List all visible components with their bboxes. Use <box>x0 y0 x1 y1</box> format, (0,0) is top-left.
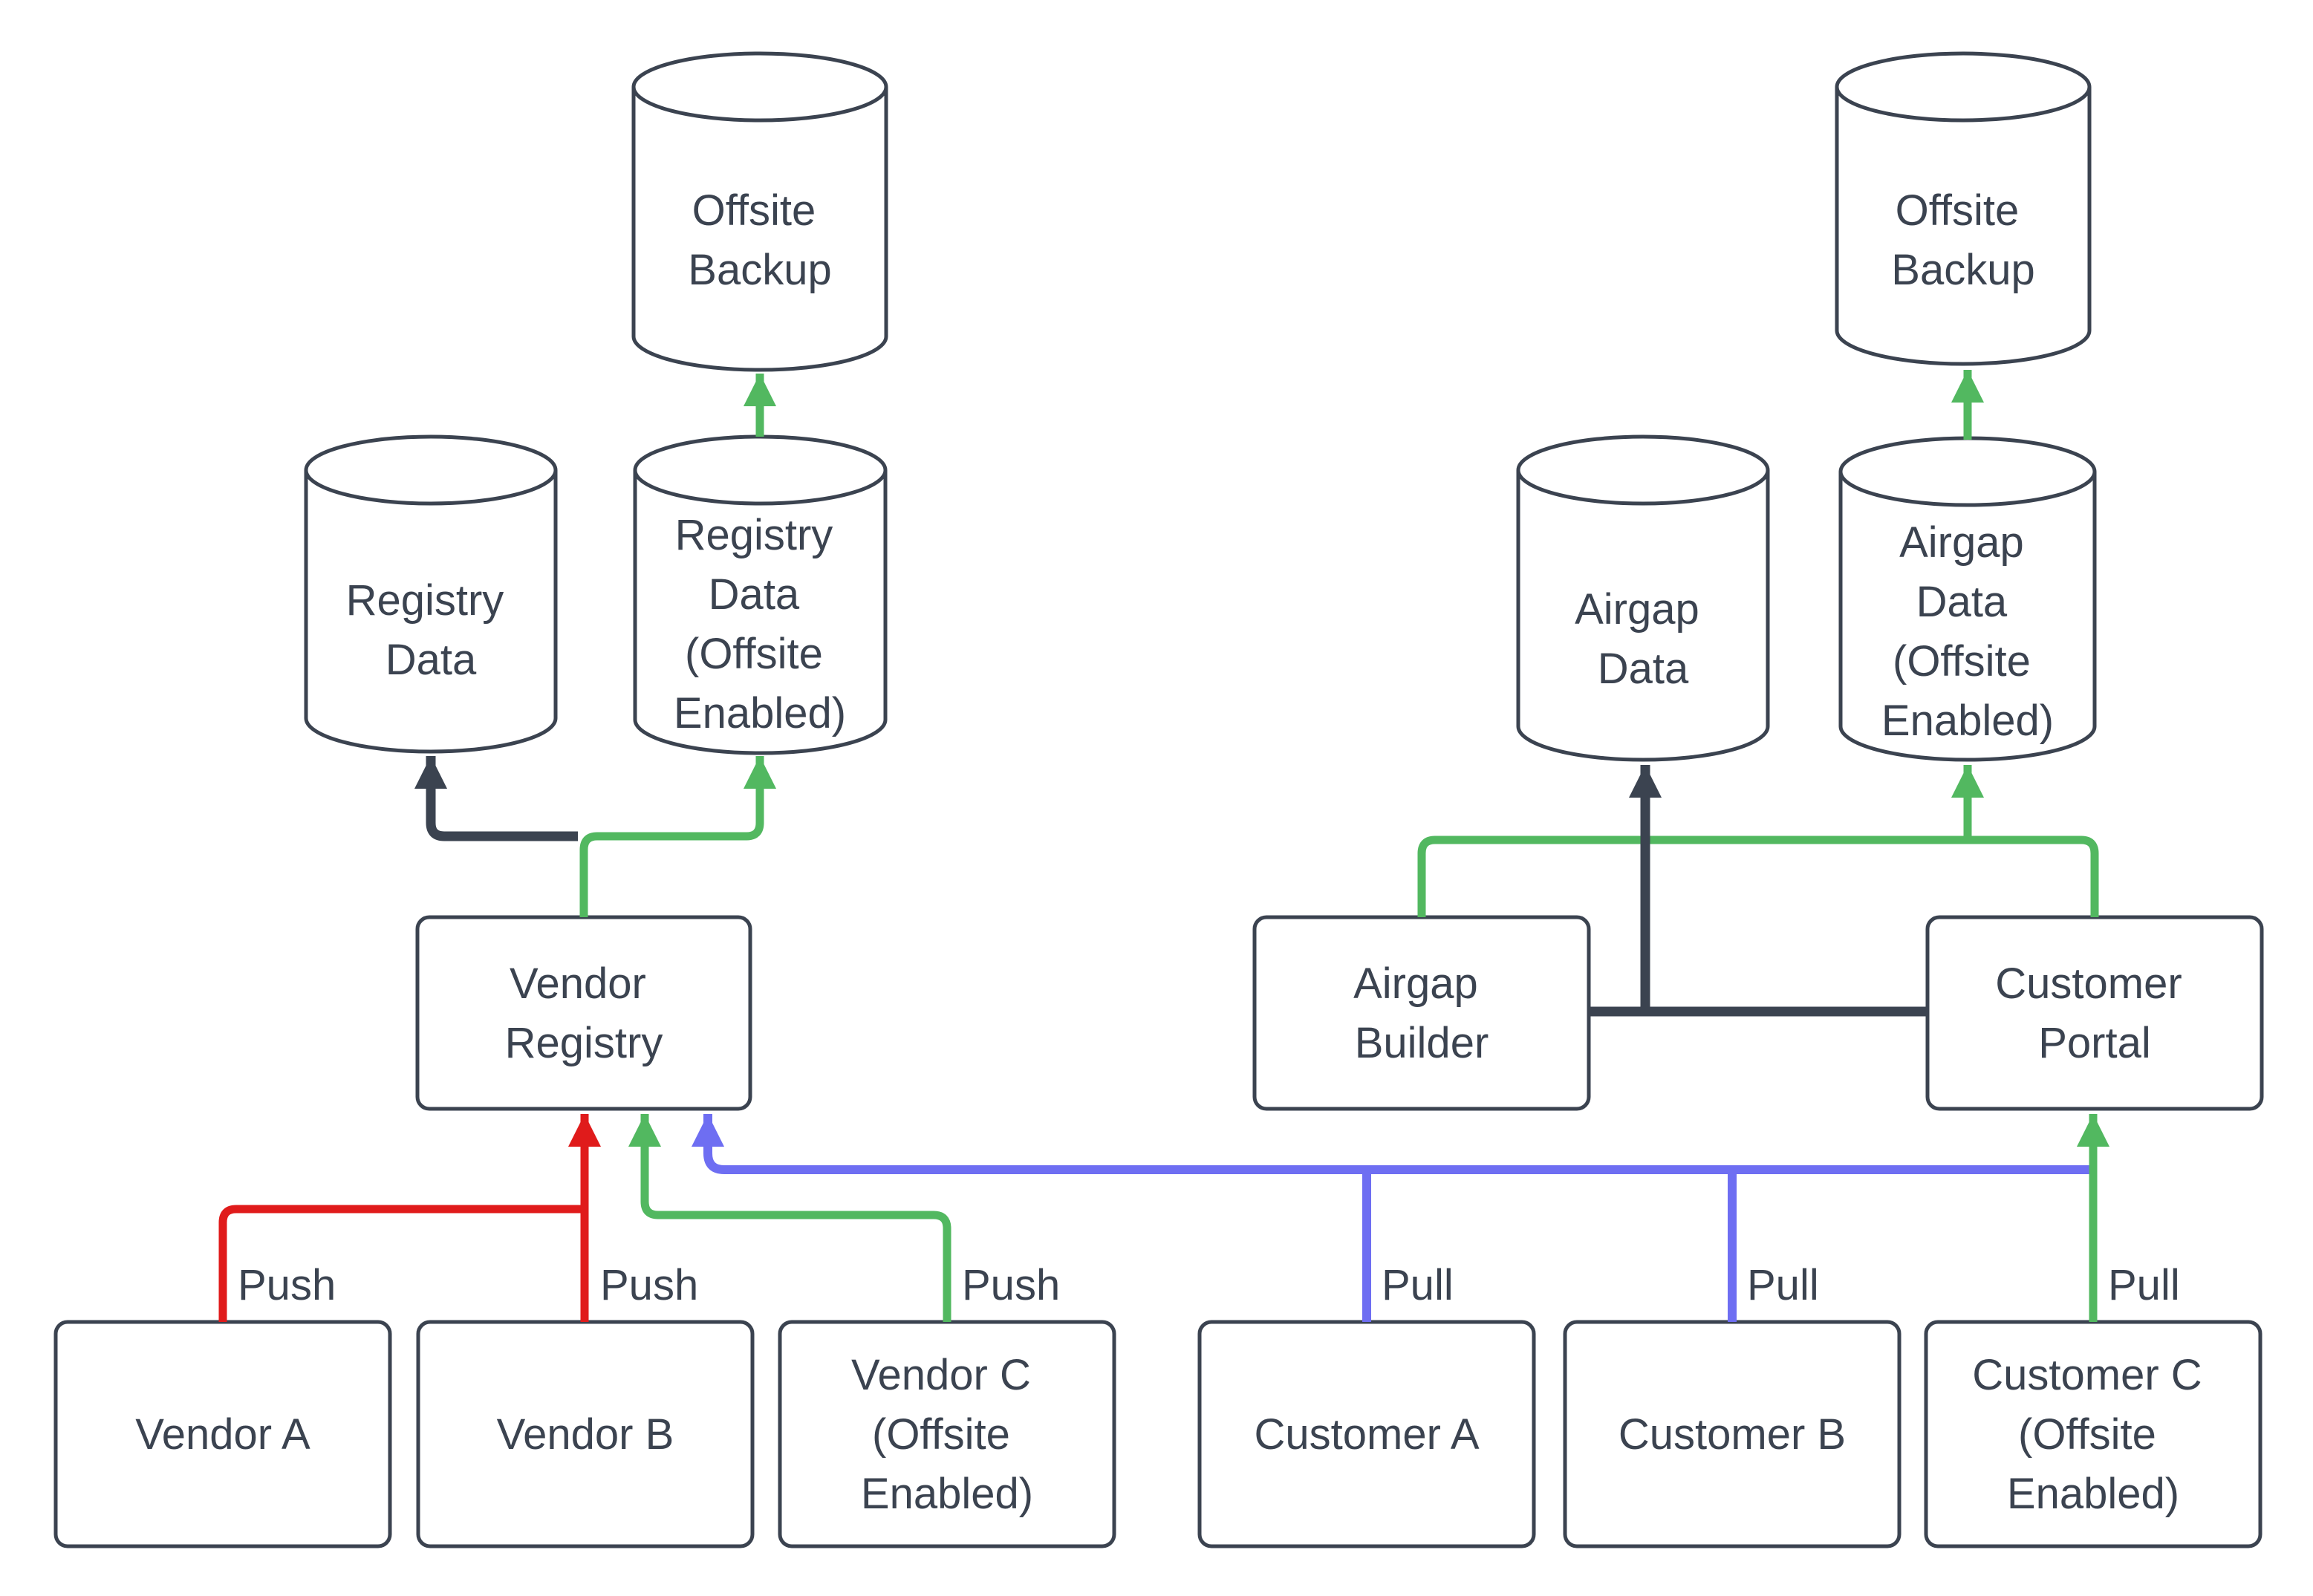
node-label: Airgap Builder <box>1353 960 1490 1067</box>
node-label: Customer C (Offsite Enabled) <box>1972 1351 2214 1518</box>
cylinder-airgap-data-offsite: Airgap Data (Offsite Enabled) <box>1838 436 2097 762</box>
cylinder-label: Offsite Backup <box>688 186 831 294</box>
node-label: Customer Portal <box>1995 960 2194 1067</box>
node-customer-c: Customer C (Offsite Enabled) <box>1924 1320 2262 1548</box>
node-vendor-b: Vendor B <box>416 1320 755 1548</box>
node-airgap-builder: Airgap Builder <box>1252 915 1591 1111</box>
node-customer-a: Customer A <box>1197 1320 1536 1548</box>
cylinder-label: Offsite Backup <box>1891 186 2034 294</box>
edge-customer-pull-main <box>692 1114 2095 1174</box>
node-vendor-registry: Vendor Registry <box>415 915 752 1111</box>
cylinder-label: Registry Data (Offsite Enabled) <box>674 511 846 737</box>
node-vendor-a: Vendor A <box>53 1320 392 1548</box>
cylinder-registry-data-offsite: Registry Data (Offsite Enabled) <box>633 434 888 755</box>
cylinder-label: Airgap Data (Offsite Enabled) <box>1881 518 2054 745</box>
edge-label-push-vendor-a: Push <box>238 1261 336 1309</box>
node-label: Vendor A <box>135 1410 310 1459</box>
cylinder-registry-data: Registry Data <box>304 434 558 754</box>
edge-portal-to-builder <box>1417 836 2099 917</box>
node-label: Vendor C (Offsite Enabled) <box>851 1351 1043 1518</box>
cylinder-label: Registry Data <box>346 576 516 684</box>
edge-label-push-vendor-b: Push <box>600 1261 698 1309</box>
node-label: Customer A <box>1255 1410 1480 1459</box>
cylinder-offsite-backup-right: Offsite Backup <box>1835 51 2092 366</box>
edge-registry-to-offsite-data <box>579 756 776 917</box>
cylinder-label: Airgap Data <box>1575 585 1711 693</box>
node-vendor-c: Vendor C (Offsite Enabled) <box>778 1320 1116 1548</box>
node-customer-b: Customer B <box>1563 1320 1902 1548</box>
edge-label-pull-customer-c: Pull <box>2108 1261 2180 1309</box>
node-label: Customer B <box>1619 1410 1846 1459</box>
edge-vendor-a-push <box>218 1205 587 1322</box>
cylinder-offsite-backup-left: Offsite Backup <box>631 51 888 372</box>
edge-registry-to-registry-data <box>414 756 578 841</box>
node-label: Vendor Registry <box>505 960 663 1067</box>
edge-label-push-vendor-c: Push <box>962 1261 1060 1309</box>
node-customer-portal: Customer Portal <box>1925 915 2264 1111</box>
edge-vendor-c-push <box>628 1114 951 1322</box>
node-label: Vendor B <box>497 1410 674 1459</box>
edge-label-pull-customer-b: Pull <box>1747 1261 1819 1309</box>
cylinder-airgap-data: Airgap Data <box>1516 434 1770 762</box>
edge-label-pull-customer-a: Pull <box>1382 1261 1454 1309</box>
